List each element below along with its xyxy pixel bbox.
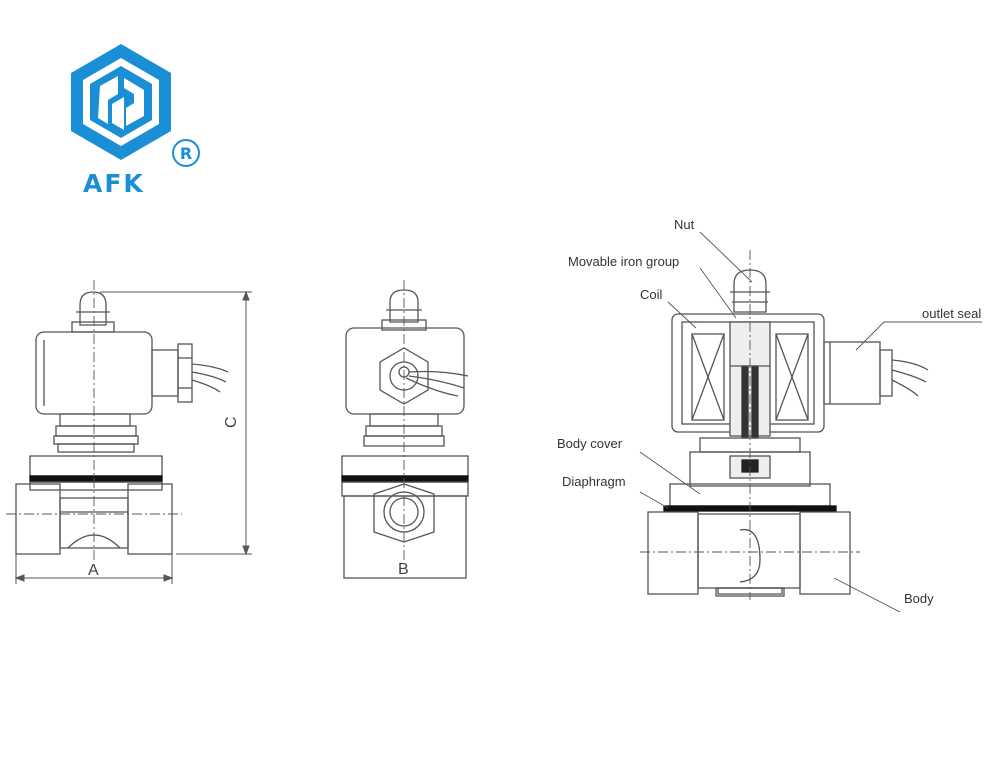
label-nut: Nut (674, 217, 695, 232)
hexagon-logo-icon (71, 44, 171, 160)
dimension-c (100, 290, 252, 556)
label-body-cover: Body cover (557, 436, 623, 451)
registered-mark-icon: R (172, 139, 200, 167)
brand-name: AFK (83, 169, 145, 198)
dimension-c-label: C (223, 416, 240, 428)
label-diaphragm: Diaphragm (562, 474, 626, 489)
afk-logo: AFK R (71, 44, 200, 198)
callout-leaders (639, 231, 982, 613)
front-view (6, 280, 229, 560)
label-coil: Coil (640, 287, 663, 302)
svg-text:R: R (180, 144, 192, 163)
section-view (640, 250, 929, 600)
label-movable-iron-group: Movable iron group (568, 254, 679, 269)
side-view (341, 280, 469, 579)
dimension-a (14, 554, 174, 584)
dimension-a-label: A (88, 562, 99, 579)
dimension-b-label: B (398, 561, 409, 578)
label-body: Body (904, 591, 934, 606)
label-outlet-seal: outlet seal (922, 306, 981, 321)
